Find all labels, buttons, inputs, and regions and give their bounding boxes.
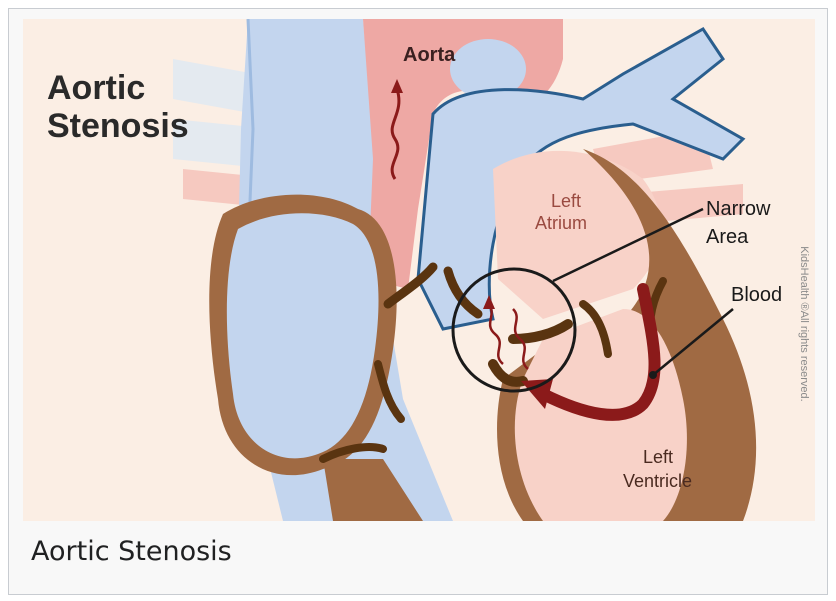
figure-caption: Aortic Stenosis [31,536,232,567]
left-ventricle-label-line1: Left [643,447,673,467]
left-atrium-label-line2: Atrium [535,213,587,233]
aortic-stenosis-diagram: Aortic Stenosis Aorta Left Atrium Narrow… [23,19,815,521]
diagram-title-line1: Aortic [47,69,145,107]
figure-frame: Aortic Stenosis Aorta Left Atrium Narrow… [8,8,828,595]
left-atrium-label-line1: Left [551,191,581,211]
diagram-title-line2: Stenosis [47,107,189,145]
blood-label: Blood [731,284,782,306]
copyright-credit: KidsHealth ®All rights reserved. [798,246,810,401]
blood-leader-dot [649,371,657,379]
narrow-area-label-line1: Narrow [706,198,771,220]
aorta-label: Aorta [403,44,456,66]
narrow-area-label-line2: Area [706,226,749,248]
left-ventricle-label-line2: Ventricle [623,471,692,491]
